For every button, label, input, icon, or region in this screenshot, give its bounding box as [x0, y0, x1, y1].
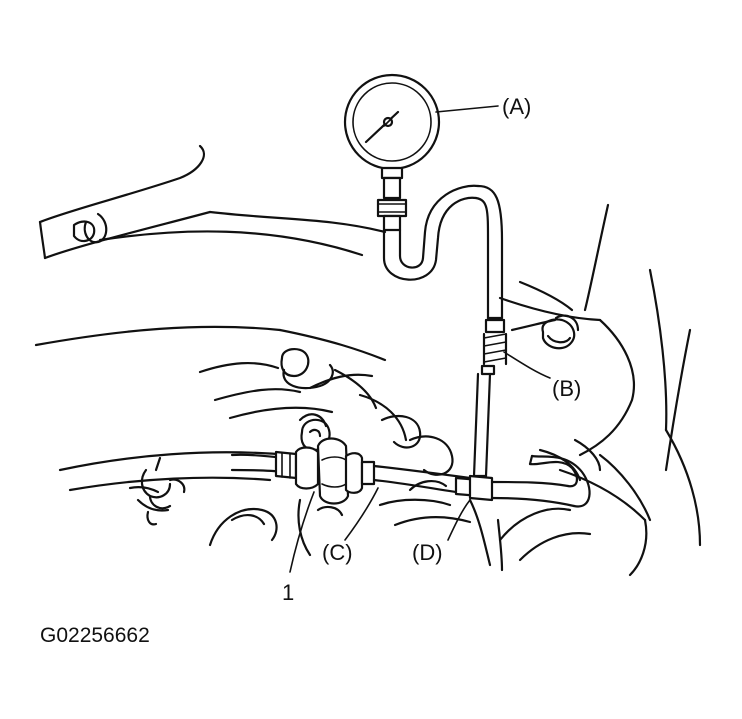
pressure-regulator-icon: [230, 437, 591, 508]
label-hose-d: (D): [412, 540, 443, 565]
engine-background: [34, 144, 702, 577]
label-adapter-c: (C): [322, 540, 353, 565]
gauge-hose: [382, 184, 508, 478]
label-part-1: 1: [282, 580, 294, 605]
figure-code: G02256662: [40, 624, 150, 647]
label-gauge-a: (A): [502, 94, 531, 119]
label-hose-b: (B): [552, 376, 581, 401]
pressure-gauge-icon: [343, 73, 441, 232]
leader-lines: [289, 105, 551, 573]
